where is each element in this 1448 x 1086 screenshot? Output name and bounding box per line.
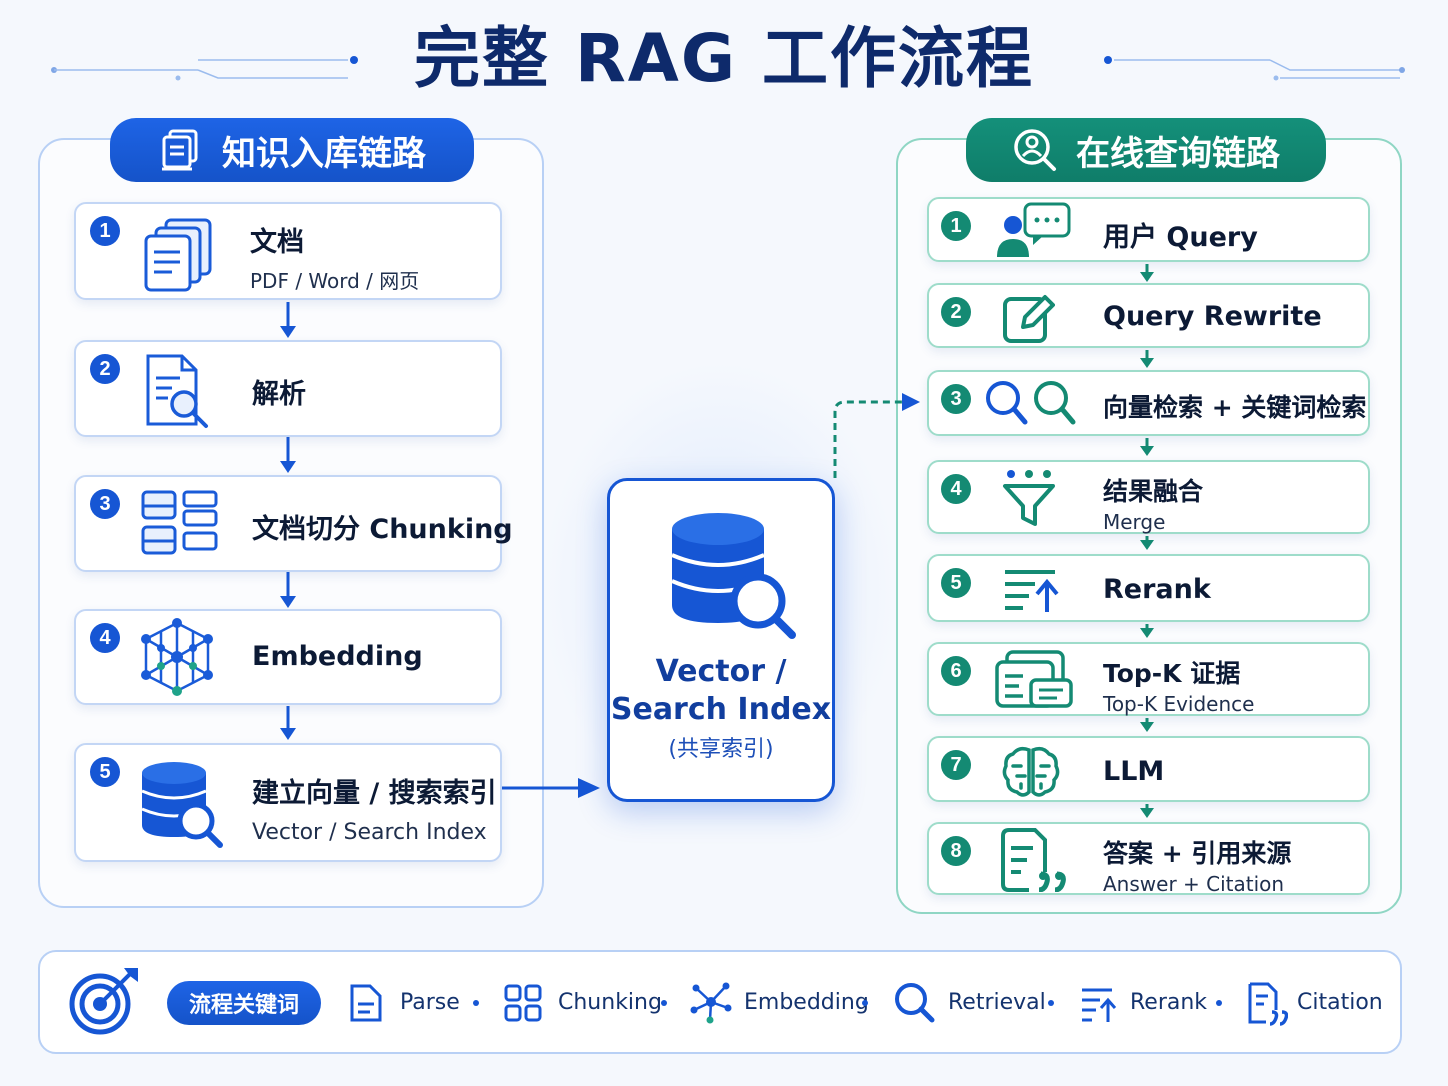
step-subtitle: PDF / Word / 网页 — [250, 269, 420, 293]
step-title: 文档切分 Chunking — [252, 514, 513, 545]
step-subtitle: Merge — [1103, 510, 1166, 534]
step-title: Query Rewrite — [1103, 301, 1322, 332]
search-icon — [895, 983, 935, 1023]
query-step-4: 4 结果融合 Merge — [927, 460, 1370, 534]
step-title: 文档 — [250, 227, 304, 258]
quote-document-icon — [1001, 828, 1066, 892]
target-icon — [69, 968, 138, 1035]
step-title: Top-K 证据 — [1103, 659, 1241, 688]
query-step-7: 7 LLM — [927, 736, 1370, 802]
keyword-retrieval: Retrieval — [948, 990, 1046, 1015]
step-title: 用户 Query — [1103, 222, 1258, 253]
step-title: 答案 + 引用来源 — [1103, 839, 1292, 868]
step-title: Embedding — [252, 641, 423, 672]
ingestion-step-3: 3 文档切分 Chunking — [74, 475, 513, 572]
step-number: 6 — [941, 656, 971, 686]
documents-icon — [144, 218, 212, 292]
step-number: 4 — [941, 474, 971, 504]
query-step-3: 3 向量检索 + 关键词检索 — [927, 370, 1370, 436]
ingestion-step-4: 4 Embedding — [74, 609, 502, 705]
step-title: 向量检索 + 关键词检索 — [1103, 393, 1367, 422]
network-nodes-icon — [690, 982, 732, 1024]
ingestion-step-5: 5 建立向量 / 搜索索引 Vector / Search Index — [74, 743, 502, 862]
center-title-line1: Vector / — [655, 654, 787, 689]
stack-document-icon — [162, 129, 198, 171]
keyword-citation: Citation — [1297, 990, 1383, 1015]
step-subtitle: Answer + Citation — [1103, 872, 1285, 896]
step-number: 4 — [90, 623, 120, 653]
separator-dot — [1048, 1000, 1054, 1006]
keyword-embedding: Embedding — [744, 990, 869, 1015]
step-number: 2 — [941, 297, 971, 327]
keyword-chunking: Chunking — [558, 990, 662, 1015]
document-search-icon — [146, 354, 208, 428]
user-chat-icon — [997, 202, 1071, 257]
title-decoration-right — [1104, 56, 1405, 81]
chunks-grid-icon — [504, 984, 542, 1022]
ingestion-step-2: 2 解析 — [74, 340, 502, 437]
database-search-icon — [141, 762, 223, 848]
quote-document-icon — [1248, 982, 1288, 1026]
keyword-parse: Parse — [400, 990, 460, 1015]
title-decoration-left — [51, 56, 358, 81]
query-panel-header: 在线查询链路 — [966, 118, 1326, 182]
ingestion-flow-arrows — [280, 302, 296, 740]
step-title: 解析 — [252, 379, 306, 410]
step-number: 1 — [90, 216, 120, 246]
step-subtitle: Vector / Search Index — [252, 820, 487, 845]
ingestion-step-1: 1 文档 PDF / Word / 网页 — [74, 202, 502, 300]
search-user-icon — [1014, 129, 1056, 171]
step-title: LLM — [1103, 756, 1165, 787]
step-number: 3 — [90, 489, 120, 519]
query-step-2: 2 Query Rewrite — [927, 283, 1370, 348]
document-icon — [350, 984, 382, 1022]
step-number: 2 — [90, 354, 120, 384]
sort-up-icon — [1082, 988, 1117, 1022]
keyword-rerank: Rerank — [1130, 990, 1208, 1015]
network-nodes-icon — [141, 618, 213, 696]
center-subtitle: (共享索引) — [668, 737, 774, 762]
database-search-icon — [671, 513, 796, 639]
step-number: 1 — [941, 211, 971, 241]
step-number: 5 — [90, 757, 120, 787]
shared-index-box: Vector / Search Index (共享索引) — [607, 478, 835, 802]
sort-up-icon — [1005, 570, 1059, 612]
query-step-5: 5 Rerank — [927, 554, 1370, 622]
query-step-8: 8 答案 + 引用来源 Answer + Citation — [927, 822, 1370, 896]
step-number: 3 — [941, 384, 971, 414]
retrieval-dashed-arrow — [833, 393, 920, 478]
step-title: Rerank — [1103, 574, 1211, 605]
page-title: 完整 RAG 工作流程 — [413, 20, 1035, 97]
brain-icon — [1002, 746, 1060, 797]
query-step-6: 6 Top-K 证据 Top-K Evidence — [927, 642, 1370, 716]
separator-dot — [1216, 1000, 1222, 1006]
index-arrow — [502, 778, 600, 798]
query-step-1: 1 用户 Query — [927, 197, 1370, 262]
step-title: 结果融合 — [1103, 477, 1204, 506]
ingestion-panel-header: 知识入库链路 — [110, 118, 474, 182]
step-title: 建立向量 / 搜索索引 — [252, 778, 497, 809]
separator-dot — [473, 1000, 479, 1006]
ingestion-panel-title: 知识入库链路 — [222, 133, 426, 174]
center-title-line2: Search Index — [610, 692, 832, 727]
separator-dot — [862, 1000, 868, 1006]
keywords-label: 流程关键词 — [167, 981, 321, 1025]
step-number: 8 — [941, 836, 971, 866]
step-subtitle: Top-K Evidence — [1103, 692, 1255, 716]
step-number: 5 — [941, 568, 971, 598]
query-flow-arrows — [1140, 264, 1154, 818]
edit-icon — [1003, 295, 1055, 343]
separator-dot — [661, 1000, 667, 1006]
dual-search-icon — [986, 381, 1076, 425]
funnel-icon — [1003, 470, 1055, 526]
step-number: 7 — [941, 750, 971, 780]
query-panel-title: 在线查询链路 — [1076, 133, 1280, 174]
chunks-grid-icon — [141, 490, 218, 555]
cards-icon — [995, 650, 1073, 708]
